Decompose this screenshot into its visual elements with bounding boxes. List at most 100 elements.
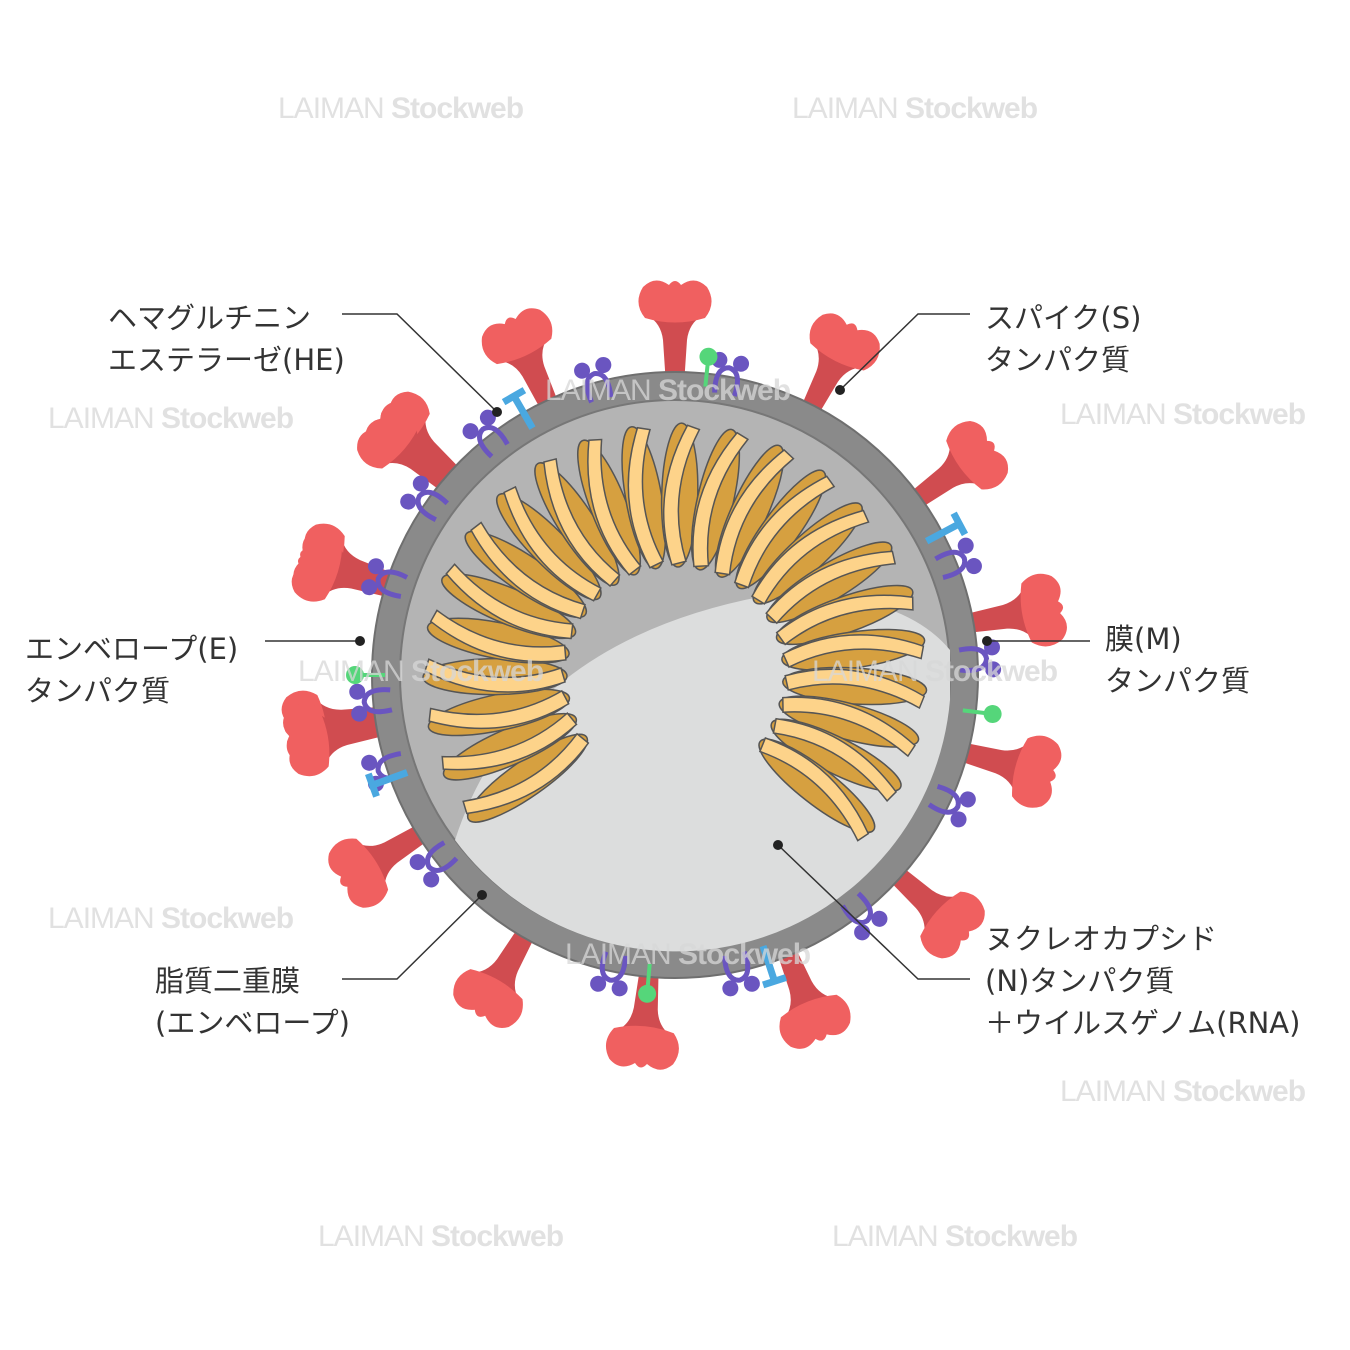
label-line: エンベロープ(E): [25, 632, 239, 666]
e-protein-head: [346, 666, 364, 684]
m-protein-loop: [958, 646, 990, 673]
watermark-suffix: Stockweb: [391, 92, 524, 125]
spike-stalk: [952, 741, 1030, 796]
coil-front: [733, 475, 836, 589]
coil-turn: [690, 428, 749, 571]
m-protein: [361, 558, 409, 599]
spike-head: [283, 703, 330, 777]
m-protein-head: [361, 579, 378, 596]
watermark-brand: LAIMAN: [298, 655, 412, 688]
spike-stalk: [959, 584, 1035, 641]
spike-protein: [959, 573, 1067, 647]
leader-line: [342, 894, 483, 980]
label-membrane-protein: 膜(M) タンパク質: [1105, 618, 1250, 702]
coil-turn: [426, 609, 570, 664]
coil-front: [543, 457, 621, 588]
coil-front: [587, 438, 642, 576]
watermark-suffix: Stockweb: [905, 92, 1038, 125]
spike-protein: [481, 308, 561, 416]
m-protein-loop: [927, 783, 961, 815]
spike-head: [453, 969, 523, 1028]
spike-head: [779, 994, 851, 1049]
coil-turn: [534, 457, 621, 588]
watermark: LAIMAN Stockweb: [318, 1220, 564, 1254]
coil-front: [782, 634, 925, 669]
spike-protein: [328, 821, 434, 908]
m-protein-head: [574, 362, 591, 379]
spike-protein: [453, 921, 538, 1028]
he-stalk: [924, 521, 960, 545]
m-protein-loop: [361, 687, 393, 715]
coil-front: [441, 712, 578, 771]
leader-dot: [355, 636, 365, 646]
watermark: LAIMAN Stockweb: [545, 374, 791, 408]
m-protein-head: [351, 705, 368, 722]
label-line: 脂質二重膜: [155, 964, 301, 998]
watermark-brand: LAIMAN: [545, 374, 659, 407]
he-head: [950, 511, 969, 537]
watermark: LAIMAN Stockweb: [792, 92, 1038, 126]
spike-proteins: [281, 280, 1067, 1070]
m-protein-loop: [375, 569, 409, 599]
he-protein: [924, 511, 969, 545]
leader-dot: [982, 636, 992, 646]
coil-turn: [422, 657, 568, 696]
leader-dot: [492, 407, 502, 417]
m-protein-head: [361, 754, 378, 771]
label-lipid-bilayer: 脂質二重膜 (エンベロープ): [155, 960, 350, 1044]
he-head: [365, 772, 380, 798]
m-protein-head: [412, 475, 429, 492]
coil-turn: [758, 737, 876, 842]
watermark-suffix: Stockweb: [678, 938, 811, 971]
coil-front: [470, 521, 586, 620]
leader-line: [839, 313, 970, 391]
leader-line: [777, 844, 970, 980]
spike-head: [291, 529, 343, 602]
watermark-suffix: Stockweb: [1173, 398, 1306, 431]
coil-front: [784, 668, 926, 710]
label-spike-protein: スパイク(S) タンパク質: [985, 297, 1141, 381]
m-protein-loop: [424, 840, 459, 873]
watermark-suffix: Stockweb: [161, 902, 294, 935]
coil-front: [662, 424, 701, 566]
coil-turn: [765, 541, 897, 625]
spike-stalk: [388, 413, 466, 488]
label-line: (N)タンパク質: [985, 964, 1175, 998]
label-line: タンパク質: [1105, 664, 1251, 698]
watermark-brand: LAIMAN: [318, 1220, 432, 1253]
watermark-brand: LAIMAN: [1060, 1075, 1174, 1108]
spike-stalk: [884, 862, 962, 937]
watermark-suffix: Stockweb: [1173, 1075, 1306, 1108]
watermark: LAIMAN Stockweb: [48, 902, 294, 936]
m-protein-head: [479, 409, 496, 426]
m-protein: [934, 537, 982, 580]
m-protein: [721, 950, 760, 997]
coil-front: [775, 594, 914, 646]
spike-head: [638, 280, 712, 323]
m-protein-head: [590, 975, 607, 992]
watermark-suffix: Stockweb: [161, 402, 294, 435]
watermark-brand: LAIMAN: [832, 1220, 946, 1253]
m-protein-head: [965, 558, 982, 575]
he-head: [501, 387, 527, 406]
spike-head: [809, 313, 880, 371]
watermark: LAIMAN Stockweb: [1060, 1075, 1306, 1109]
he-stalk: [373, 769, 409, 788]
watermark-suffix: Stockweb: [411, 655, 544, 688]
m-protein-head: [957, 537, 974, 554]
spike-protein: [638, 280, 712, 385]
label-line: ヌクレオカプシド: [985, 922, 1218, 956]
m-protein-loop: [934, 549, 968, 580]
m-protein: [958, 639, 1002, 678]
m-protein-head: [871, 910, 888, 927]
e-protein-head: [983, 704, 1002, 723]
m-protein-loop: [477, 424, 510, 459]
label-nucleocapsid: ヌクレオカプシド (N)タンパク質 ＋ウイルスゲノム(RNA): [985, 918, 1300, 1044]
label-line: ヘマグルチニン: [108, 301, 312, 335]
coil-front: [627, 426, 665, 569]
coil-front: [765, 550, 897, 625]
m-protein-head: [409, 854, 426, 871]
coil-front: [428, 689, 570, 730]
leader-dot: [835, 385, 845, 395]
